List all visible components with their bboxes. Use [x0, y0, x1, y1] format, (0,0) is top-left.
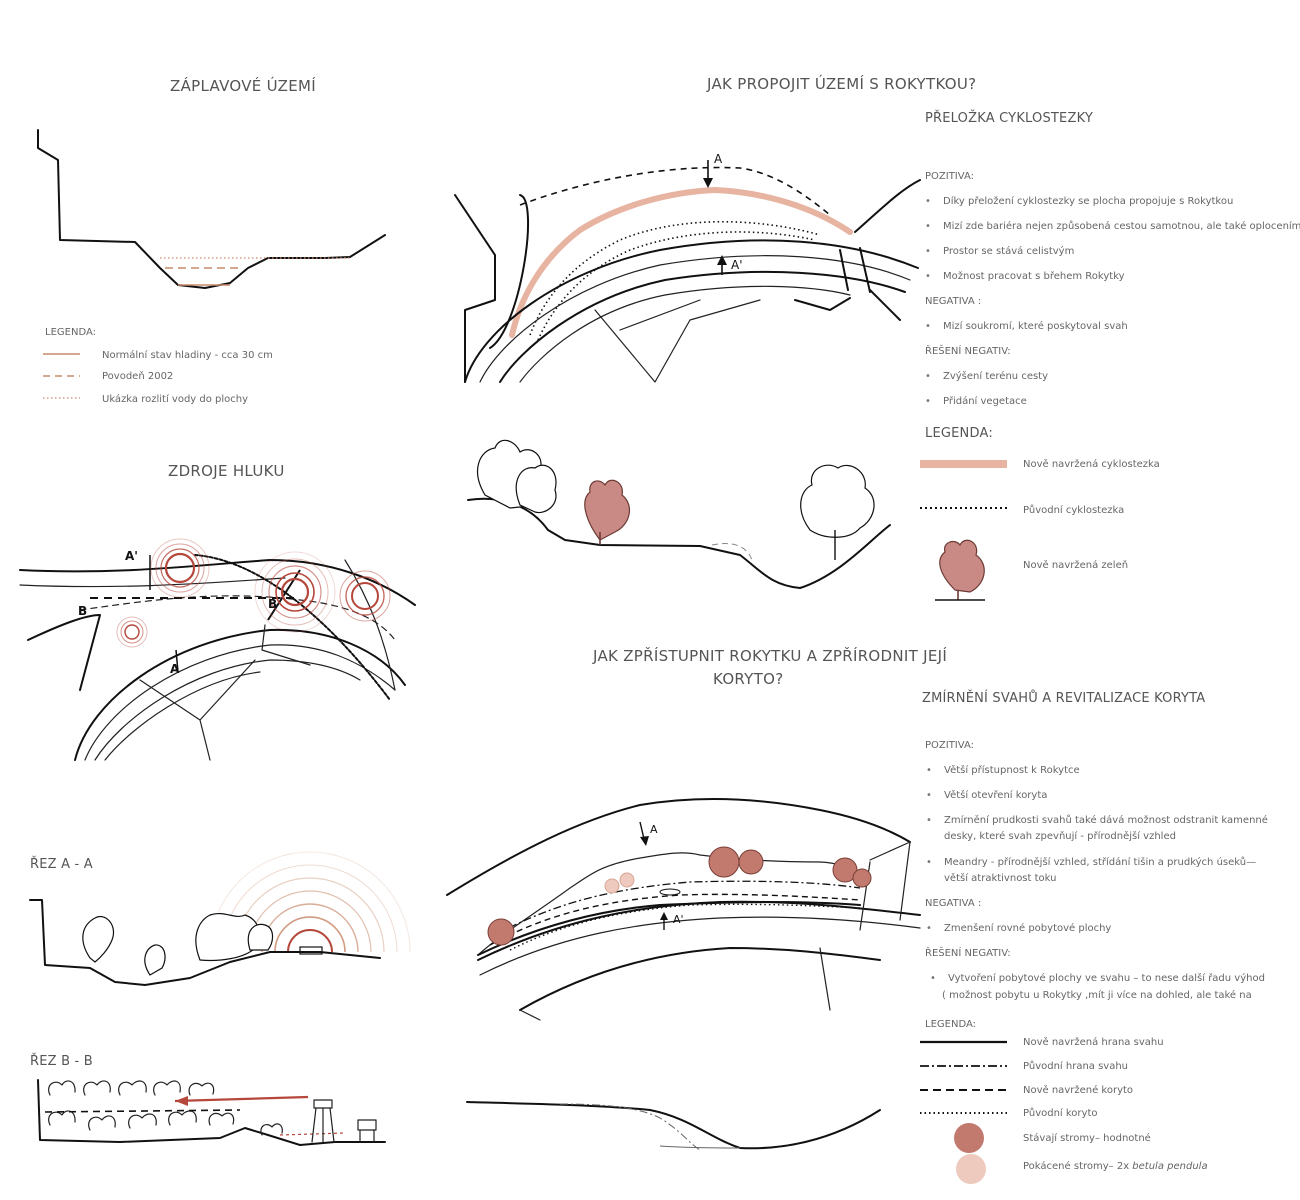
access-legend-cut-prefix: Pokácené stromy– 2x — [1023, 1161, 1133, 1172]
connect-sol-title: ŘEŠENÍ NEGATIV: — [925, 346, 1011, 357]
access-sol-item: Vytvoření pobytové plochy ve svahu – to … — [930, 973, 1265, 984]
connect-label-a2: A' — [731, 258, 743, 272]
connect-legend-title: LEGENDA: — [925, 426, 993, 441]
connect-legend-new-green: Nově navržená zeleň — [1023, 560, 1129, 571]
access-label-a: A — [650, 823, 658, 836]
connect-pos-item: Díky přeložení cyklostezky se plocha pro… — [925, 196, 1233, 207]
access-sol-title: ŘEŠENÍ NEGATIV: — [925, 948, 1011, 959]
access-pos-item: Zmírnění prudkosti svahů také dává možno… — [926, 815, 1268, 826]
connect-title: JAK PROPOJIT ÚZEMÍ S ROKYTKOU? — [707, 75, 977, 93]
flood-legend-title: LEGENDA: — [45, 327, 96, 338]
flood-legend-normal: Normální stav hladiny - cca 30 cm — [102, 350, 273, 361]
connect-label-a: A — [714, 152, 723, 166]
flood-legend-spill: Ukázka rozlití vody do plochy — [102, 394, 249, 405]
connect-pos-title: POZITIVA: — [925, 171, 974, 182]
connect-pos-item: Prostor se stává celistvým — [925, 246, 1074, 257]
access-legend-title: LEGENDA: — [925, 1019, 976, 1030]
access-neg-item: Zmenšení rovné pobytové plochy — [926, 923, 1111, 934]
access-legend-existing-trees: Stávají stromy– hodnotné — [1023, 1133, 1151, 1144]
access-pos-title: POZITIVA: — [925, 740, 974, 751]
noise-label-a: A — [170, 662, 180, 676]
access-legend-new-edge: Nově navržená hrana svahu — [1023, 1037, 1164, 1048]
connect-neg-title: NEGATIVA : — [925, 296, 982, 307]
connect-sol-item: Zvýšení terénu cesty — [925, 371, 1048, 382]
flood-legend-2002: Povodeň 2002 — [102, 371, 174, 382]
access-legend-cut-species: betula pendula — [1132, 1161, 1208, 1172]
access-legend-cut-trees: Pokácené stromy– 2x betula pendula — [1023, 1161, 1208, 1172]
connect-subtitle: PŘELOŽKA CYKLOSTEZKY — [925, 111, 1093, 126]
access-legend-old-bed: Původní koryto — [1023, 1108, 1098, 1119]
connect-pos-item: Mizí zde bariéra nejen způsobená cestou … — [925, 221, 1300, 232]
access-label-a2: A' — [673, 913, 684, 926]
access-pos-item: Větší přístupnost k Rokytce — [926, 765, 1080, 776]
connect-neg-item: Mizí soukromí, které poskytoval svah — [925, 321, 1128, 332]
connect-legend-new-cycle: Nově navržená cyklostezka — [1023, 459, 1160, 470]
access-legend-old-edge: Původní hrana svahu — [1023, 1061, 1129, 1072]
noise-label-a2: A' — [125, 549, 138, 563]
connect-pos-item: Možnost pracovat s břehem Rokytky — [925, 271, 1125, 282]
section-aa-title: ŘEZ A - A — [30, 857, 93, 872]
access-subtitle: ZMÍRNĚNÍ SVAHŮ A REVITALIZACE KORYTA — [922, 691, 1206, 706]
access-pos-item-cont: větší atraktivnost toku — [944, 873, 1057, 884]
section-bb-title: ŘEZ B - B — [30, 1054, 93, 1069]
noise-title: ZDROJE HLUKU — [168, 462, 285, 480]
access-legend-new-bed: Nově navržené koryto — [1023, 1085, 1134, 1096]
access-neg-title: NEGATIVA : — [925, 898, 982, 909]
noise-label-b: B — [78, 604, 88, 618]
connect-legend-old-cycle: Původní cyklostezka — [1023, 505, 1125, 516]
access-title-line1: JAK ZPŘÍSTUPNIT ROKYTKU A ZPŘÍRODNIT JEJ… — [593, 647, 948, 665]
access-pos-item-cont: desky, které svah zpevňují - přírodnější… — [944, 831, 1176, 842]
noise-label-b2: B — [268, 597, 278, 611]
access-sol-item-cont: ( možnost pobytu u Rokytky ,mít ji více … — [942, 990, 1252, 1001]
access-pos-item: Větší otevření koryta — [926, 790, 1047, 801]
connect-sol-item: Přidání vegetace — [925, 396, 1027, 407]
flood-title: ZÁPLAVOVÉ ÚZEMÍ — [170, 77, 316, 95]
access-title-line2: KORYTO? — [713, 670, 784, 688]
access-pos-item: Meandry - přírodnější vzhled, střídání t… — [926, 857, 1256, 868]
